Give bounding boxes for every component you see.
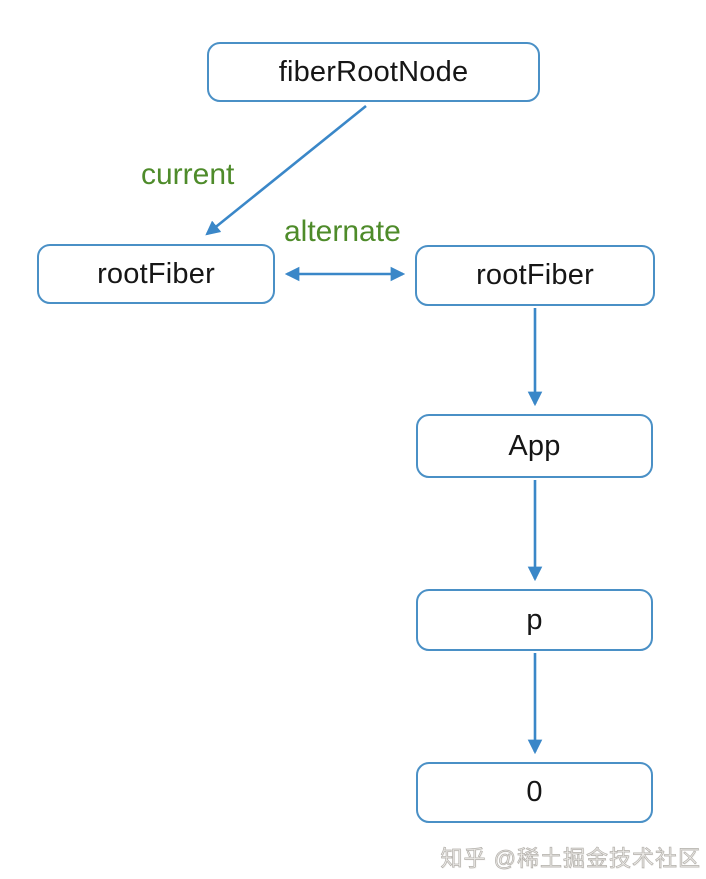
node-root-fiber-current-label: rootFiber [97,257,215,290]
node-zero: 0 [416,762,653,823]
node-app: App [416,414,653,478]
node-root-fiber-current: rootFiber [37,244,275,304]
node-fiber-root-node: fiberRootNode [207,42,540,102]
node-app-label: App [508,429,561,462]
edge-label-alternate: alternate [284,215,401,248]
edge-label-current: current [141,158,235,191]
zhihu-watermark: 知乎 @稀土掘金技术社区 [440,846,701,872]
node-p: p [416,589,653,651]
node-root-fiber-alternate: rootFiber [415,245,655,306]
node-p-label: p [526,603,543,636]
node-fiber-root-node-label: fiberRootNode [278,55,469,88]
node-root-fiber-alternate-label: rootFiber [476,259,594,291]
node-zero-label: 0 [526,776,543,808]
